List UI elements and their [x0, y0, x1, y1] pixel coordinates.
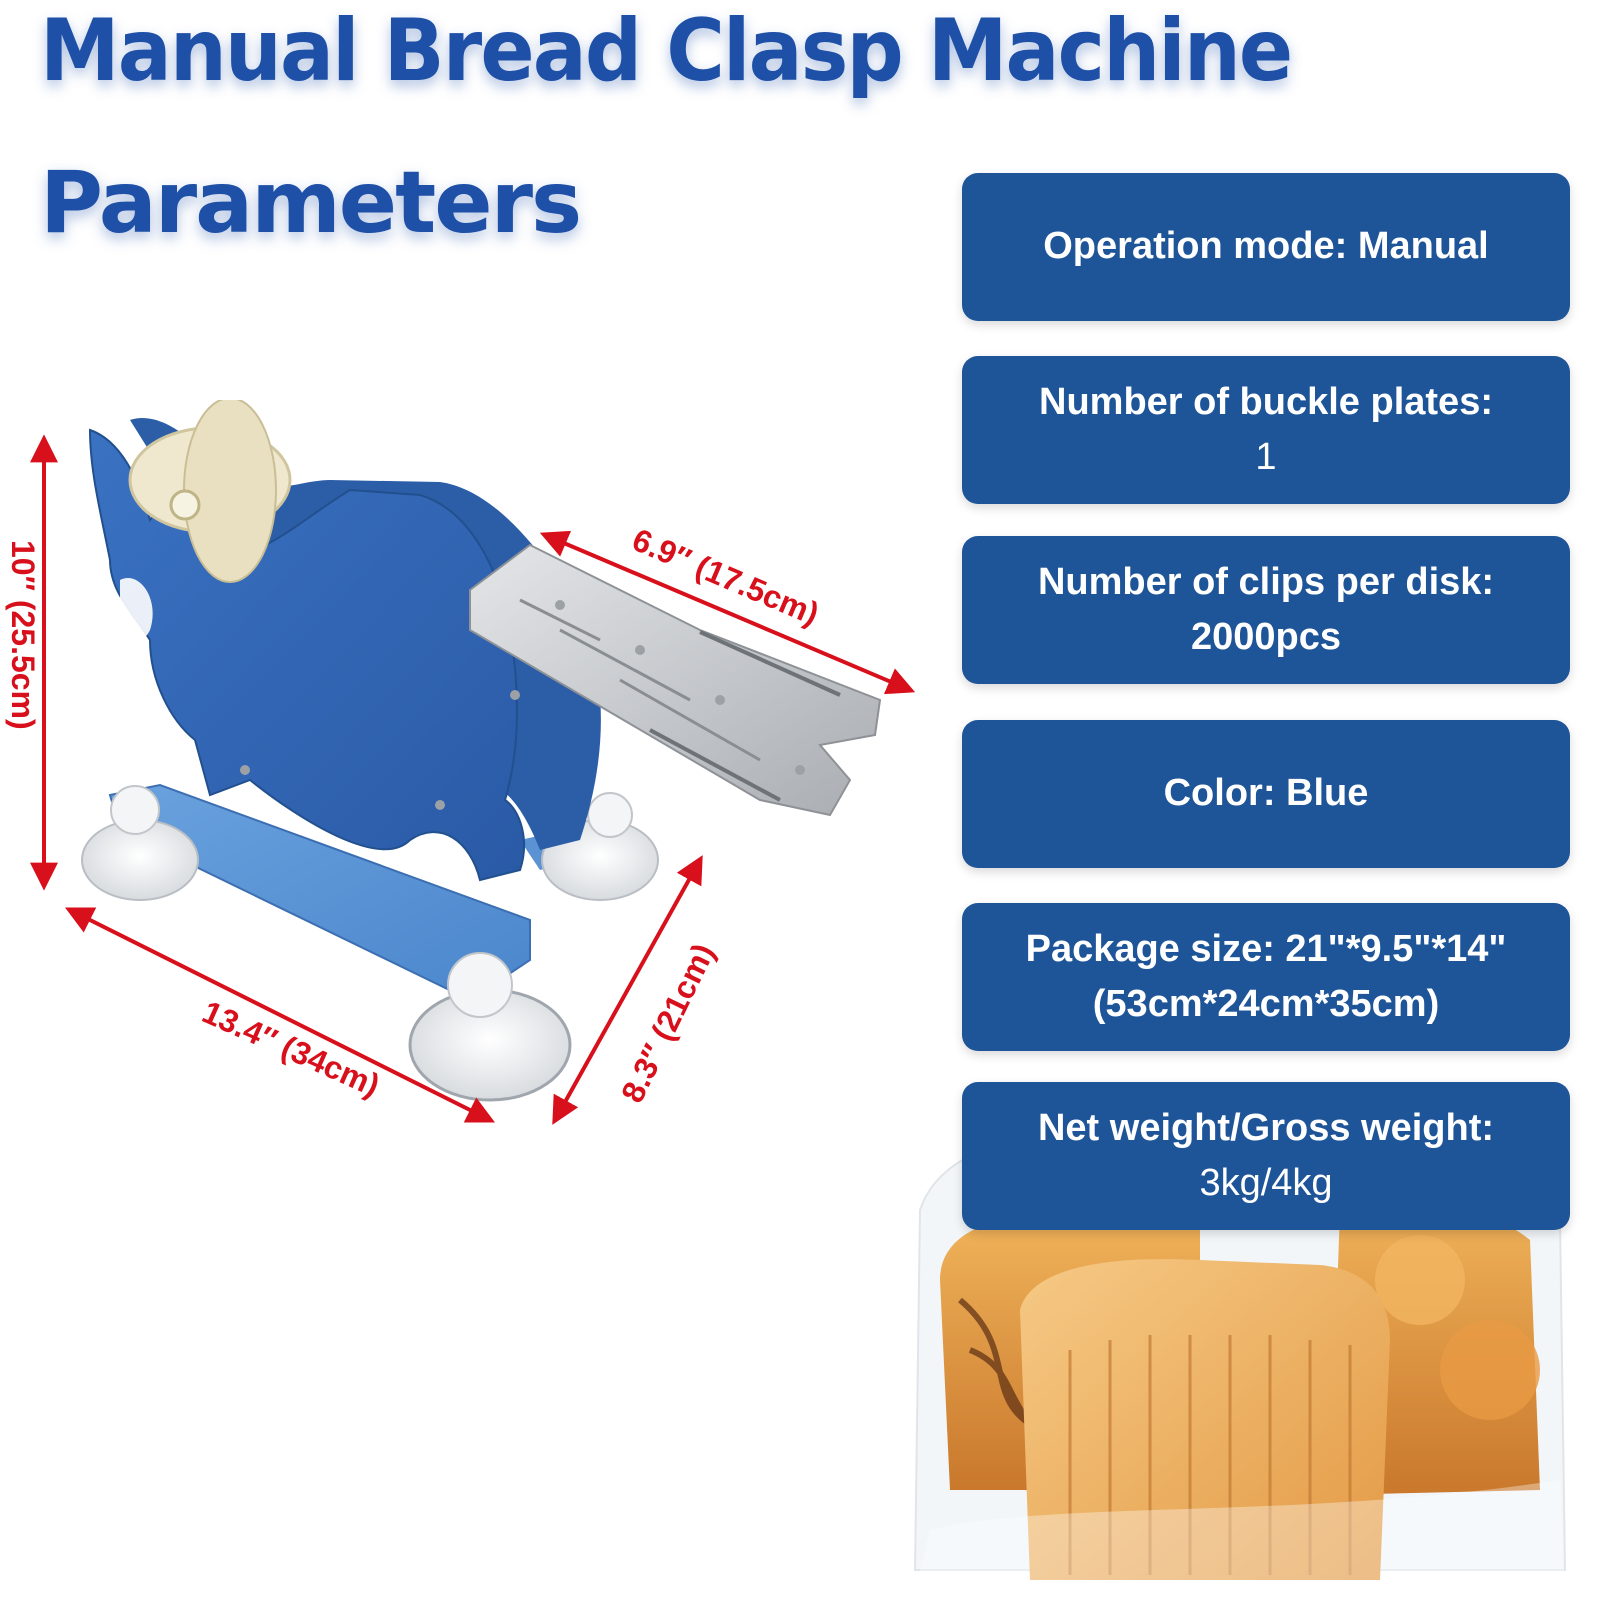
machine-illustration: 10″ (25.5cm) 6.9″ (17.5cm) 13.4″ (34cm) … — [5, 400, 916, 1125]
param-buckle-plates: Number of buckle plates: 1 — [962, 356, 1570, 504]
param-package-size: Package size: 21"*9.5"*14" (53cm*24cm*35… — [962, 903, 1570, 1051]
param-value: 2000pcs — [1190, 616, 1341, 658]
param-label: Color: Blue — [1163, 772, 1369, 815]
page-subtitle: Parameters — [40, 153, 582, 253]
dimension-arrows — [30, 434, 916, 1125]
tape-roll-icon — [128, 400, 292, 583]
height-label: 10″ (25.5cm) — [5, 540, 41, 730]
param-color: Color: Blue — [962, 720, 1570, 868]
param-label: Net weight/Gross weight: — [1037, 1106, 1495, 1149]
param-weight: Net weight/Gross weight: 3kg/4kg — [962, 1082, 1570, 1230]
param-operation-mode: Operation mode: Manual — [962, 173, 1570, 321]
top-depth-arrow — [539, 530, 916, 695]
param-label: Number of buckle plates: — [1039, 380, 1493, 423]
bread-illustration — [913, 1128, 1567, 1590]
param-clips-per-disk: Number of clips per disk: 2000pcs — [962, 536, 1570, 684]
param-label: Number of clips per disk: — [1037, 560, 1495, 603]
bread-loaf-front — [1020, 1259, 1390, 1580]
width-arrow — [552, 855, 703, 1125]
length-arrow — [64, 907, 496, 1123]
param-label: Operation mode: Manual — [1043, 225, 1489, 268]
param-value: 1 — [1255, 436, 1277, 478]
param-value: 3kg/4kg — [1199, 1162, 1333, 1204]
length-label: 13.4″ (34cm) — [197, 994, 385, 1104]
page-title: Manual Bread Clasp Machine — [40, 1, 1293, 101]
width-label: 8.3″ (21cm) — [614, 938, 722, 1108]
param-label: Package size: 21"*9.5"*14" — [1025, 927, 1507, 970]
param-value: (53cm*24cm*35cm) — [1092, 983, 1440, 1025]
